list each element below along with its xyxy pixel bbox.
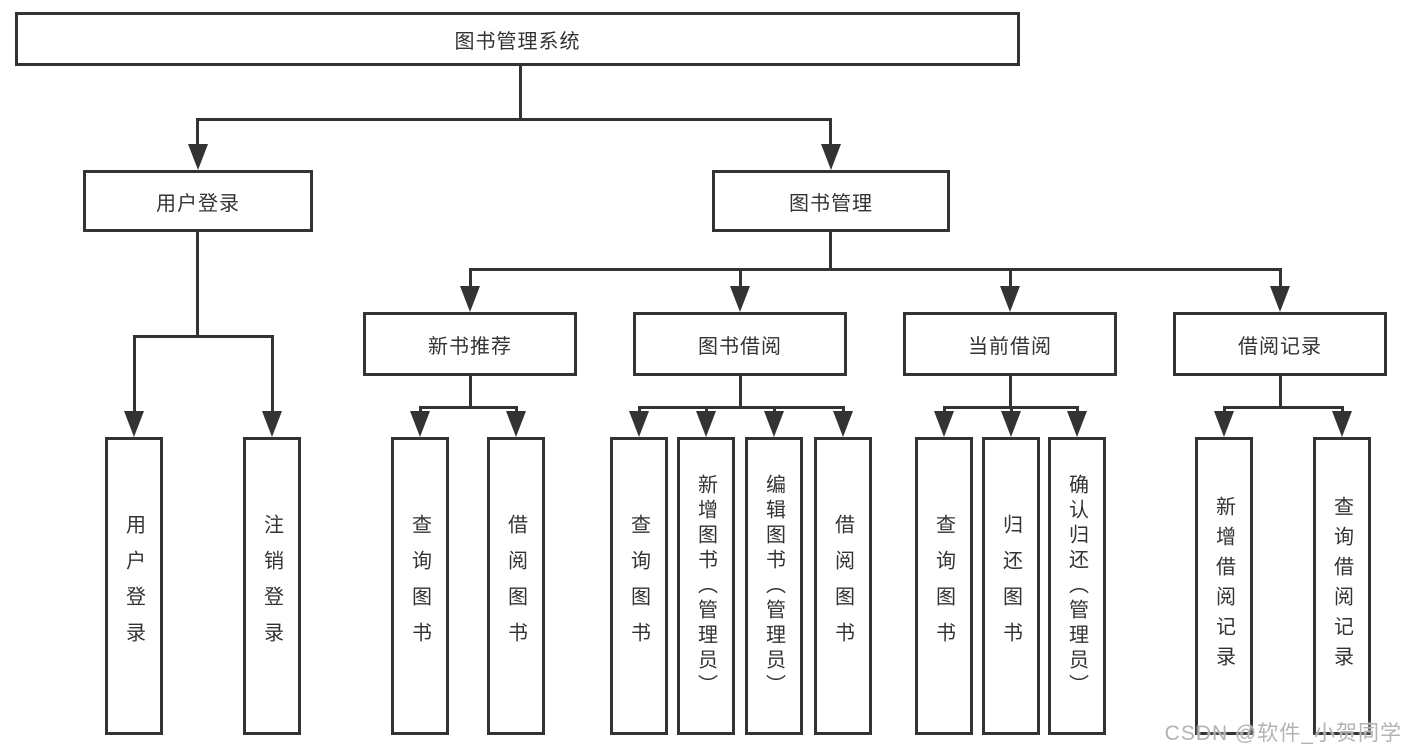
connector-line: [829, 232, 832, 270]
arrow-down-icon: [1001, 411, 1021, 437]
csdn-watermark: CSDN @软件_小贺同学: [1164, 722, 1402, 745]
leaf-label: 查询借阅记录: [1330, 496, 1353, 676]
arrow-down-icon: [262, 411, 282, 437]
connector-line: [829, 118, 832, 146]
leaf-add-borrow-record: 新增借阅记录: [1195, 437, 1253, 735]
connector-line: [271, 335, 274, 413]
connector-line: [705, 406, 708, 413]
arrow-down-icon: [124, 411, 144, 437]
connector-line: [470, 268, 1280, 271]
connector-line: [639, 406, 844, 409]
connector-line: [515, 406, 518, 413]
connector-line: [196, 232, 199, 338]
connector-line: [638, 406, 641, 413]
arrow-down-icon: [833, 411, 853, 437]
leaf-query-borrow-record: 查询借阅记录: [1313, 437, 1371, 735]
leaf-label: 确认归还（管理员）: [1065, 473, 1088, 699]
node-label: 用户登录: [156, 192, 240, 215]
leaf-label: 借阅图书: [831, 514, 854, 658]
leaf-confirm-return-admin: 确认归还（管理员）: [1048, 437, 1106, 735]
leaf-label: 归还图书: [999, 514, 1022, 658]
connector-line: [469, 268, 472, 288]
connector-line: [739, 376, 742, 408]
arrow-down-icon: [1332, 411, 1352, 437]
leaf-label: 查询图书: [627, 514, 650, 658]
connector-line: [1279, 268, 1282, 288]
leaf-query-books-recommend: 查询图书: [391, 437, 449, 735]
connector-line: [1223, 406, 1226, 413]
connector-line: [420, 406, 517, 409]
connector-line: [519, 66, 522, 120]
leaf-user-login: 用户登录: [105, 437, 163, 735]
arrow-down-icon: [730, 286, 750, 312]
node-library-management-system: 图书管理系统: [15, 12, 1020, 66]
connector-line: [1224, 406, 1343, 409]
arrow-down-icon: [764, 411, 784, 437]
connector-line: [196, 118, 199, 146]
leaf-query-books-borrow: 查询图书: [610, 437, 668, 735]
connector-line: [1076, 406, 1079, 413]
leaf-return-books: 归还图书: [982, 437, 1040, 735]
connector-line: [197, 118, 831, 121]
connector-line: [134, 335, 273, 338]
arrow-down-icon: [410, 411, 430, 437]
arrow-down-icon: [821, 144, 841, 170]
arrow-down-icon: [1000, 286, 1020, 312]
connector-line: [1009, 268, 1012, 288]
connector-line: [1341, 406, 1344, 413]
connector-line: [133, 335, 136, 413]
arrow-down-icon: [506, 411, 526, 437]
arrow-down-icon: [1214, 411, 1234, 437]
arrow-down-icon: [460, 286, 480, 312]
node-label: 图书管理: [789, 192, 873, 215]
arrow-down-icon: [934, 411, 954, 437]
leaf-label: 用户登录: [122, 514, 145, 658]
node-user-login: 用户登录: [83, 170, 313, 232]
leaf-label: 查询图书: [932, 514, 955, 658]
connector-line: [943, 406, 946, 413]
connector-line: [842, 406, 845, 413]
leaf-label: 借阅图书: [504, 514, 527, 658]
leaf-edit-books-admin: 编辑图书（管理员）: [745, 437, 803, 735]
node-label: 借阅记录: [1238, 335, 1322, 358]
leaf-query-books-current: 查询图书: [915, 437, 973, 735]
arrow-down-icon: [629, 411, 649, 437]
connector-line: [1009, 376, 1012, 408]
node-borrowing-records: 借阅记录: [1173, 312, 1387, 376]
node-current-borrowing: 当前借阅: [903, 312, 1117, 376]
leaf-label: 编辑图书（管理员）: [762, 473, 785, 699]
connector-line: [419, 406, 422, 413]
connector-line: [1279, 376, 1282, 408]
arrow-down-icon: [188, 144, 208, 170]
node-book-borrowing: 图书借阅: [633, 312, 847, 376]
leaf-add-books-admin: 新增图书（管理员）: [677, 437, 735, 735]
connector-line: [1010, 406, 1013, 413]
node-label: 新书推荐: [428, 335, 512, 358]
connector-line: [773, 406, 776, 413]
arrow-down-icon: [1270, 286, 1290, 312]
node-book-management: 图书管理: [712, 170, 950, 232]
connector-line: [469, 376, 472, 408]
leaf-borrow-books-recommend: 借阅图书: [487, 437, 545, 735]
leaf-label: 新增图书（管理员）: [694, 473, 717, 699]
leaf-logout: 注销登录: [243, 437, 301, 735]
leaf-label: 查询图书: [408, 514, 431, 658]
node-new-book-recommend: 新书推荐: [363, 312, 577, 376]
arrow-down-icon: [1067, 411, 1087, 437]
node-label: 图书管理系统: [454, 30, 581, 53]
node-label: 图书借阅: [698, 335, 782, 358]
leaf-label: 注销登录: [260, 514, 283, 658]
node-label: 当前借阅: [968, 335, 1052, 358]
leaf-label: 新增借阅记录: [1212, 496, 1235, 676]
arrow-down-icon: [696, 411, 716, 437]
leaf-borrow-books: 借阅图书: [814, 437, 872, 735]
connector-line: [739, 268, 742, 288]
